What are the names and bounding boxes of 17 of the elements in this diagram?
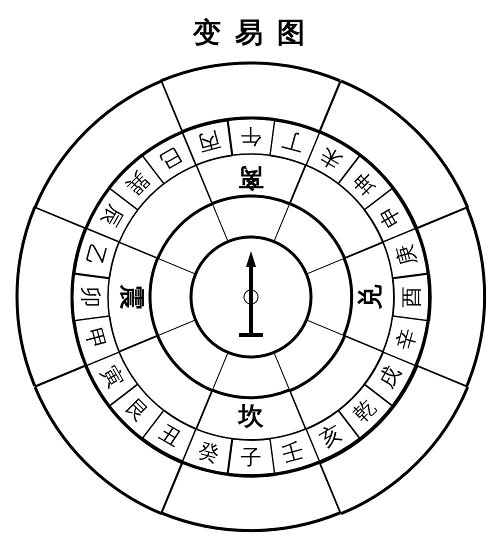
ring-sector	[318, 364, 470, 516]
title: 变易图	[192, 16, 320, 50]
ring-cell: 午	[226, 116, 276, 158]
ring-cell: 癸	[180, 427, 234, 476]
ring-cell: 子	[226, 436, 276, 478]
ring-cell: 丁	[268, 118, 322, 167]
trigram-sector: 兑	[342, 240, 396, 354]
ring-sector	[32, 364, 184, 516]
ring-sector	[32, 78, 184, 230]
center-circle	[189, 235, 313, 359]
ring-cell: 乙	[72, 226, 121, 280]
ring-cell: 酉	[390, 272, 432, 322]
trigram-sector: 震	[106, 240, 160, 354]
ring-sector	[318, 78, 470, 230]
trigram-sector: 坎	[194, 388, 308, 442]
ring-cell: 卯	[70, 272, 112, 322]
trigram-sector: 离	[194, 152, 308, 206]
